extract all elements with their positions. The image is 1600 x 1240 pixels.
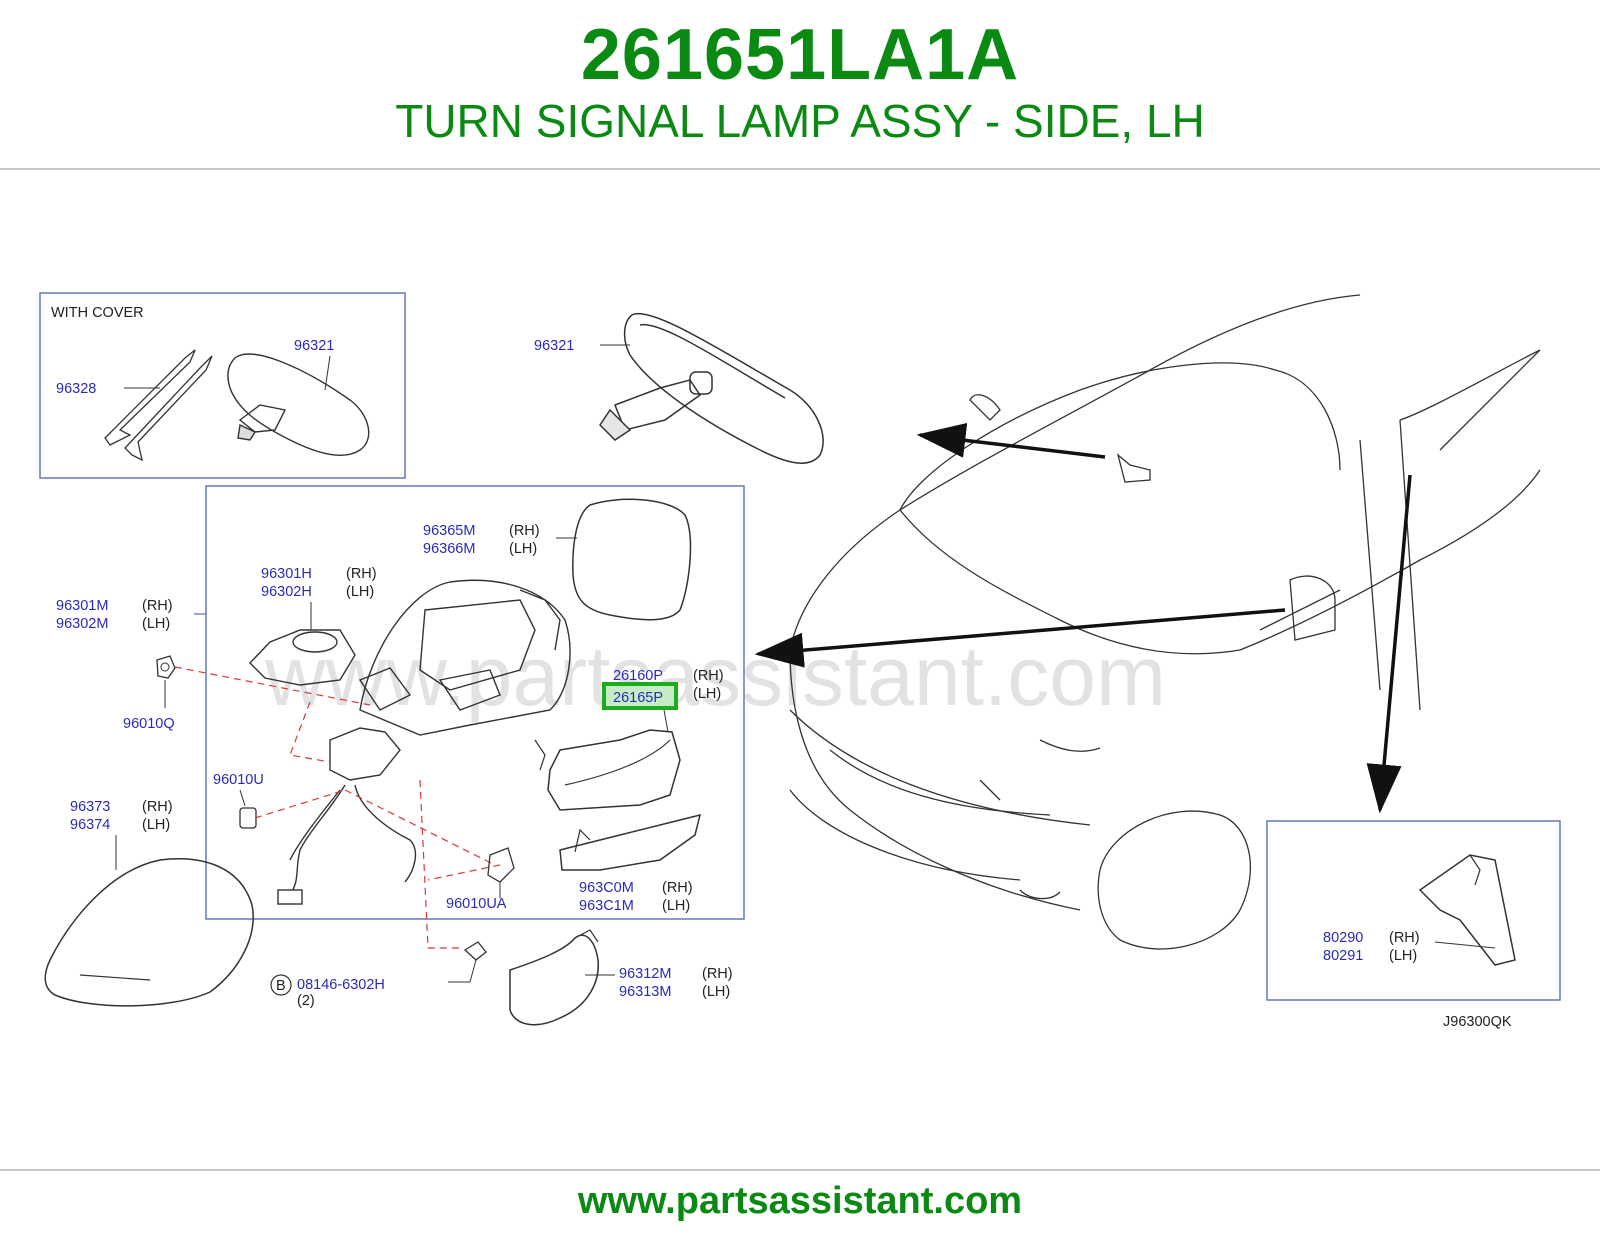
label-96312M[interactable]: 96312M (619, 966, 671, 982)
inset-with-cover: WITH COVER 96328 96321 (39, 292, 406, 479)
label-80291-side: (LH) (1389, 948, 1417, 964)
label-08146-6302H[interactable]: 08146-6302H (297, 977, 385, 993)
mirror-assembly-box (205, 485, 745, 920)
footer-url-link[interactable]: www.partsassistant.com (577, 1180, 1023, 1222)
parts-diagram: www.partsassistant.com WITH COVER 96328 … (39, 292, 1561, 1030)
mirror-glass-drawing: 96365M (RH) 96366M (LH) (423, 498, 692, 621)
label-96328[interactable]: 96328 (56, 381, 96, 397)
bolt-qty: (2) (297, 993, 315, 1009)
label-96374[interactable]: 96374 (70, 817, 110, 833)
header-divider (0, 168, 1600, 170)
label-96010Q[interactable]: 96010Q (123, 716, 175, 732)
page-header: 261651LA1A TURN SIGNAL LAMP ASSY - SIDE,… (0, 0, 1600, 168)
dashed-guide-lines (174, 666, 501, 949)
inner-mirror-inset-drawing (227, 353, 370, 456)
part-description: TURN SIGNAL LAMP ASSY - SIDE, LH (395, 95, 1205, 147)
label-96010U[interactable]: 96010U (213, 772, 264, 788)
label-963C1M[interactable]: 963C1M (579, 898, 634, 914)
label-96312M-side: (RH) (702, 966, 733, 982)
inset-corner-finisher: 80290 (RH) 80291 (LH) (1266, 820, 1561, 1001)
label-96302H[interactable]: 96302H (261, 584, 312, 600)
nut-drawing (156, 655, 176, 708)
bolt-drawing (448, 941, 487, 983)
label-96373[interactable]: 96373 (70, 799, 110, 815)
bolt-code-circle (270, 974, 292, 996)
inner-mirror-drawing: 96321 (534, 312, 824, 464)
finisher-963C0M-drawing (559, 813, 702, 871)
clip-drawing (239, 789, 257, 829)
label-96365M-side: (RH) (509, 523, 540, 539)
label-96302M[interactable]: 96302M (56, 616, 108, 632)
clip-96010UA-drawing (487, 847, 515, 898)
highlight-box (602, 682, 678, 710)
turn-signal-lamp-drawing: 26160P (RH) 26165P (LH) (534, 668, 724, 811)
label-96301H[interactable]: 96301H (261, 566, 312, 582)
label-963C1M-side: (LH) (662, 898, 690, 914)
label-96366M[interactable]: 96366M (423, 541, 475, 557)
label-963C0M-side: (RH) (662, 880, 693, 896)
label-96301M-side: (RH) (142, 598, 173, 614)
bracket-drawing (104, 349, 213, 462)
label-96301H-side: (RH) (346, 566, 377, 582)
label-26160P[interactable]: 26160P (613, 668, 663, 684)
cover-part-drawing: 96301H (RH) 96302H (LH) (249, 566, 377, 686)
label-96321-inset[interactable]: 96321 (294, 338, 334, 354)
part-number-title: 261651LA1A (580, 15, 1020, 95)
label-80290-side: (RH) (1389, 930, 1420, 946)
diagram-code: J96300QK (1443, 1014, 1512, 1030)
wire-harness-drawing (277, 727, 417, 905)
label-96374-side: (LH) (142, 817, 170, 833)
label-26165P[interactable]: 26165P (613, 690, 663, 706)
label-96313M[interactable]: 96313M (619, 984, 671, 1000)
footer-divider (0, 1169, 1600, 1171)
inset-title: WITH COVER (51, 305, 144, 321)
label-96366M-side: (LH) (509, 541, 537, 557)
label-96010UA[interactable]: 96010UA (446, 896, 507, 912)
mirror-base-drawing (358, 579, 571, 736)
callout-arrows (754, 422, 1412, 814)
mirror-housing-drawing (44, 858, 254, 1007)
label-96373-side: (RH) (142, 799, 173, 815)
label-26160P-side: (RH) (693, 668, 724, 684)
label-96302M-side: (LH) (142, 616, 170, 632)
label-96321[interactable]: 96321 (534, 338, 574, 354)
label-96365M[interactable]: 96365M (423, 523, 475, 539)
label-80291[interactable]: 80291 (1323, 948, 1363, 964)
label-963C0M[interactable]: 963C0M (579, 880, 634, 896)
bolt-code: B (276, 978, 286, 994)
vehicle-outline-drawing (789, 294, 1541, 950)
label-96301M[interactable]: 96301M (56, 598, 108, 614)
label-26165P-side: (LH) (693, 686, 721, 702)
label-96302H-side: (LH) (346, 584, 374, 600)
watermark-text: www.partsassistant.com (264, 629, 1166, 723)
label-80290[interactable]: 80290 (1323, 930, 1363, 946)
label-96313M-side: (LH) (702, 984, 730, 1000)
finisher-96312M-drawing (509, 929, 615, 1026)
